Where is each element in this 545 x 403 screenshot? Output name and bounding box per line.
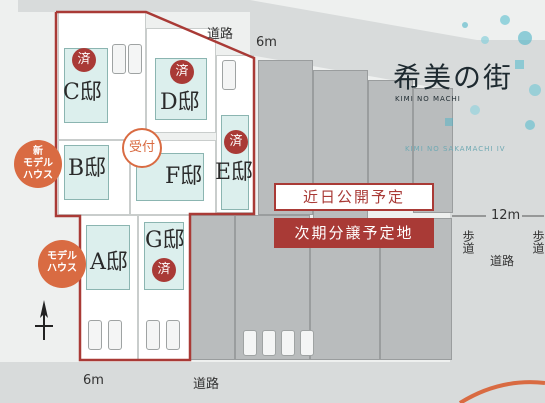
- lot-label-f: F邸: [165, 164, 203, 189]
- brand-series: KIMI NO SAKAMACHI IV: [405, 145, 506, 153]
- top-road-left: [0, 0, 250, 12]
- parking-space: [88, 320, 102, 350]
- right-road: [450, 40, 545, 370]
- lot-label-c: C邸: [63, 80, 102, 105]
- lot-label-b: B邸: [68, 156, 107, 181]
- parking-space: [146, 320, 160, 350]
- parking-space: [281, 330, 295, 356]
- decorative-arc-icon: [458, 380, 545, 403]
- parking-space: [112, 44, 126, 74]
- top-road-label: 道路: [207, 27, 234, 42]
- sold-mark-d: 済: [170, 60, 194, 84]
- top-road-width: 6m: [256, 35, 277, 50]
- future-lot-block-5: [190, 215, 235, 360]
- coming-soon-banner: 近日公開予定: [274, 183, 434, 211]
- sidewalk-left-label: 歩道: [461, 230, 475, 254]
- reception-marker: 受付: [122, 128, 162, 168]
- house-a: [86, 225, 130, 290]
- sold-mark-e: 済: [224, 130, 248, 154]
- parking-space: [166, 320, 180, 350]
- reception-label: 受付: [128, 140, 155, 155]
- brand-logo: 希美の街 KIMI NO MACHI KIMI NO SAKAMACHI IV: [385, 0, 545, 155]
- lot-label-d: D邸: [160, 90, 200, 115]
- house-g: [144, 222, 184, 290]
- sidewalk-right-label: 歩道: [531, 230, 545, 254]
- parking-space: [300, 330, 314, 356]
- house-b: [64, 145, 109, 200]
- left-strip: [0, 0, 18, 362]
- lot-label-e: E邸: [215, 160, 254, 185]
- new-model-house-badge: 新 モデル ハウス: [14, 140, 62, 188]
- parking-space: [222, 60, 236, 90]
- sold-mark-g: 済: [152, 258, 176, 282]
- next-phase-banner: 次期分譲予定地: [274, 218, 434, 248]
- model-house-badge: モデル ハウス: [38, 240, 86, 288]
- brand-romaji: KIMI NO MACHI: [395, 95, 461, 103]
- right-road-dimension-line: [452, 215, 544, 217]
- sold-mark-c: 済: [72, 48, 96, 72]
- bottom-road-width: 6m: [83, 373, 104, 388]
- north-arrow-icon: [35, 300, 53, 340]
- right-road-label: 道路: [490, 254, 515, 268]
- right-road-width: 12m: [488, 208, 524, 223]
- bottom-road-label: 道路: [193, 377, 220, 392]
- parking-space: [108, 320, 122, 350]
- parking-space: [262, 330, 276, 356]
- mosaic-decoration-icon: [445, 15, 541, 130]
- lot-label-a: A邸: [90, 250, 128, 275]
- parking-space: [243, 330, 257, 356]
- brand-name: 希美の街: [393, 61, 514, 94]
- lot-label-g: G邸: [145, 228, 185, 253]
- parking-space: [128, 44, 142, 74]
